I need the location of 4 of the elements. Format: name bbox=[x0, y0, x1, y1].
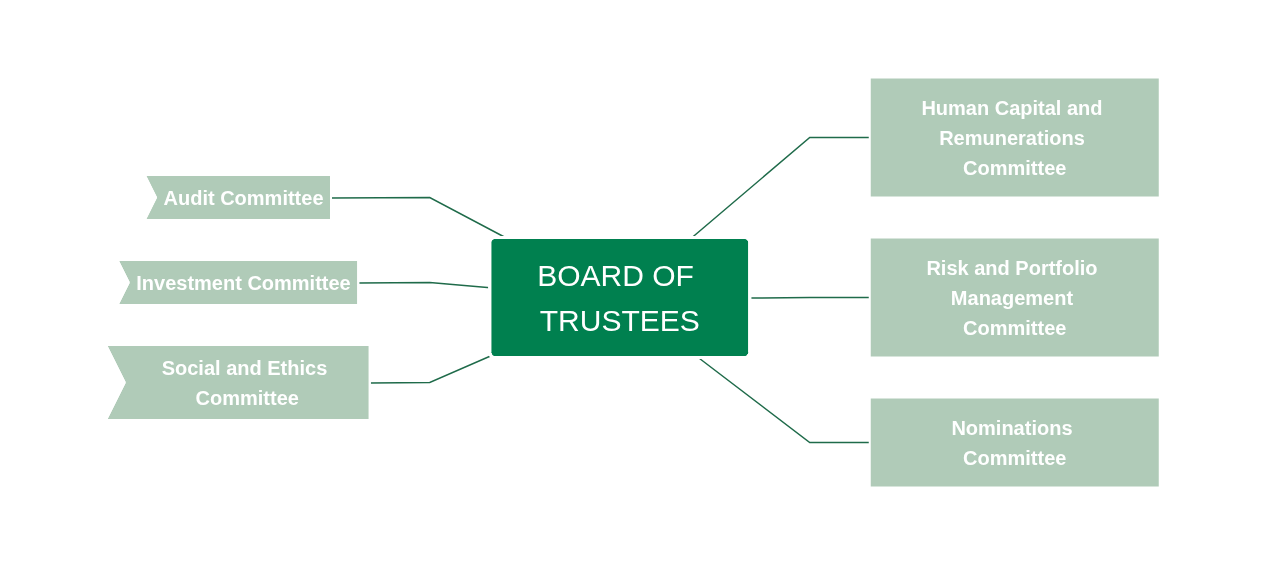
node-box: Risk and Portfolio Management Committee bbox=[868, 236, 1161, 359]
node-box: Human Capital and Remunerations Committee bbox=[868, 76, 1161, 199]
node-box: Nominations Committee bbox=[868, 396, 1161, 489]
connector bbox=[369, 355, 492, 384]
